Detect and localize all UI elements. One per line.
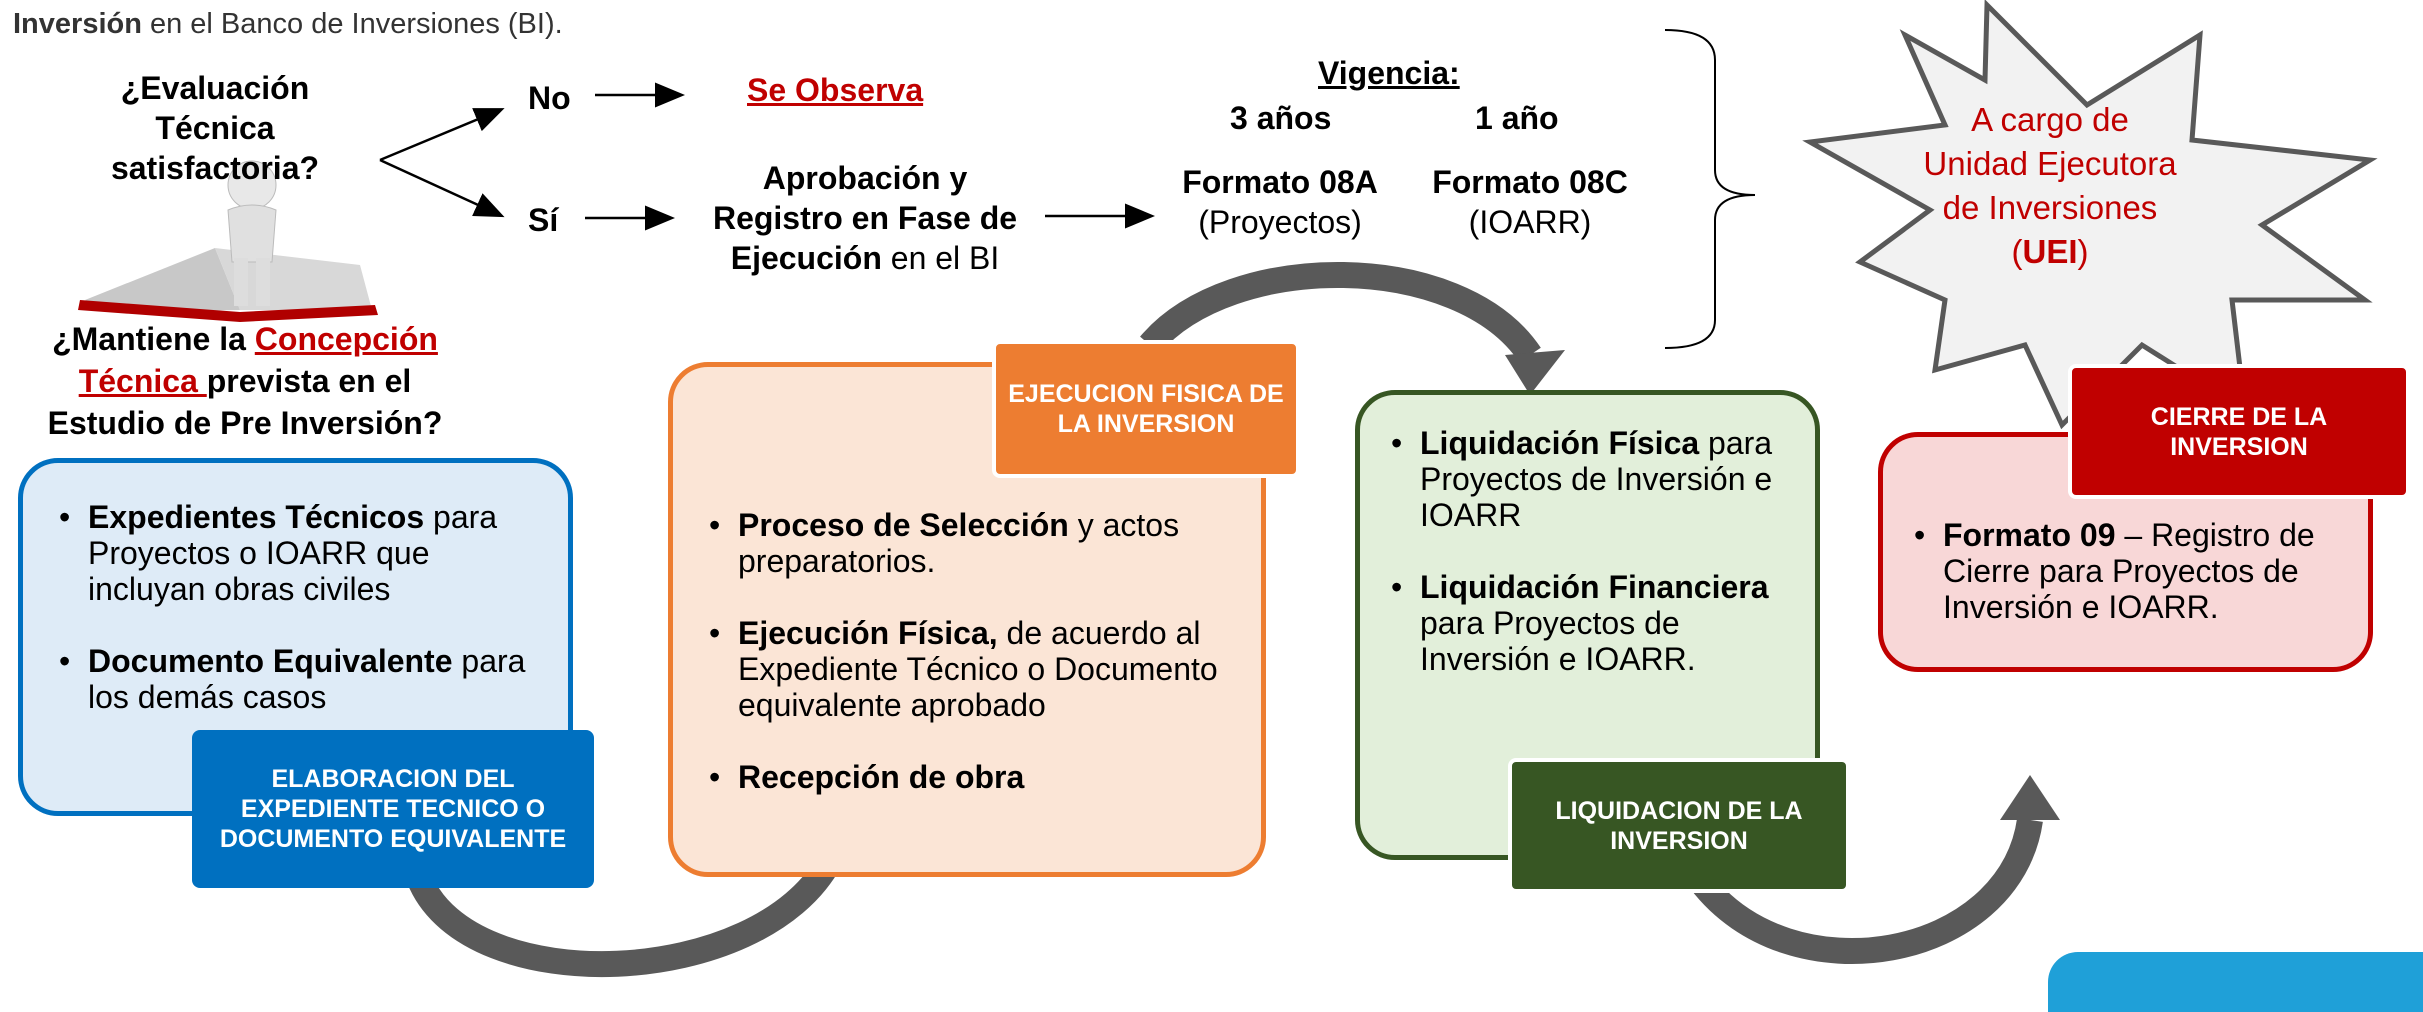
format-08c: Formato 08C [1432, 164, 1628, 200]
stage1-list: Expedientes Técnicos para Proyectos o IO… [53, 499, 553, 751]
approval-text: Aprobación y Registro en Fase de Ejecuci… [680, 158, 1050, 278]
approval-line3-rest: en el BI [881, 240, 1000, 276]
stage2-tag: EJECUCION FISICA DE LA INVERSION [992, 340, 1300, 478]
starburst-line2: Unidad Ejecutora [1923, 145, 2177, 182]
branch-yes-label: Sí [528, 202, 559, 238]
stage3-item2-bold: Liquidación Financiera [1420, 569, 1769, 605]
vigencia-col1: Formato 08A (Proyectos) [1165, 162, 1395, 242]
book-figure-icon [78, 160, 378, 322]
approval-line1: Aprobación y [762, 160, 968, 196]
intro-text: Inversión en el Banco de Inversiones (BI… [13, 8, 563, 41]
question-concept-p3: Estudio de Pre Inversión? [47, 405, 443, 441]
starburst-paren-open: ( [2011, 233, 2023, 270]
stage2-list: Proceso de Selección y actos preparatori… [703, 507, 1223, 831]
format-08a: Formato 08A [1182, 164, 1378, 200]
starburst-icon [1802, 0, 2378, 430]
question-evaluation: ¿Evaluación Técnica satisfactoria? [60, 68, 370, 188]
branch-line-no [379, 108, 505, 162]
starburst-text: A cargo de Unidad Ejecutora de Inversion… [1900, 98, 2200, 274]
stage4-item: Formato 09 – Registro de Cierre para Pro… [1908, 517, 2348, 625]
flow-arrow-bottom-left [408, 853, 842, 978]
stage1-item: Documento Equivalente para los demás cas… [53, 643, 553, 715]
stage2-item: Ejecución Física, de acuerdo al Expedien… [703, 615, 1223, 723]
intro-rest: en el Banco de Inversiones (BI). [141, 8, 563, 40]
question-concept-p2: prevista en el [206, 363, 412, 399]
vigencia-col2-years: 1 año [1475, 100, 1559, 136]
connector-graphics [78, 0, 2378, 978]
stage4-item1-rest: – Registro de Cierre para Proyectos de I… [1943, 517, 2315, 625]
vigencia-title: Vigencia: [1318, 55, 1460, 91]
starburst-paren-close: ) [2077, 233, 2089, 270]
stage2-item1-rest: y actos preparatorios. [738, 507, 1180, 579]
flow-arrowhead-top-middle [1505, 350, 1565, 395]
vigencia-col2: Formato 08C (IOARR) [1415, 162, 1645, 242]
flow-arrowhead-bottom-right [2000, 775, 2060, 820]
stage1-item2-bold: Documento Equivalente [88, 643, 453, 679]
tecnica-link[interactable]: Técnica [78, 363, 207, 399]
stage3-item: Liquidación Física para Proyectos de Inv… [1385, 425, 1785, 533]
starburst-line3: de Inversiones [1942, 189, 2158, 226]
branch-no-label: No [528, 80, 571, 116]
stage1-item2-rest: para los demás casos [88, 643, 526, 715]
stage1-tag: ELABORACION DEL EXPEDIENTE TECNICO O DOC… [192, 730, 594, 888]
stage4-item1-bold: Formato 09 [1943, 517, 2116, 553]
approval-line2: Registro en Fase de [712, 200, 1018, 236]
stage2-item1-bold: Proceso de Selección [738, 507, 1069, 543]
stage3-item1-rest: para Proyectos de Inversión e IOARR [1420, 425, 1773, 533]
approval-line3-bold: Ejecución [730, 240, 882, 276]
stage1-item1-rest: para Proyectos o IOARR que incluyan obra… [88, 499, 498, 607]
question-concept: ¿Mantiene la Concepción Técnica prevista… [20, 318, 470, 444]
starburst-uei: UEI [2022, 233, 2078, 270]
corner-logo-tab [2048, 952, 2423, 1012]
stage2-item2-bold: Ejecución Física, [738, 615, 998, 651]
stage1-item: Expedientes Técnicos para Proyectos o IO… [53, 499, 553, 607]
flow-arrow-top-middle [1140, 262, 1541, 363]
intro-bold: Inversión [13, 8, 142, 40]
stage2-item: Proceso de Selección y actos preparatori… [703, 507, 1223, 579]
format-08c-type: (IOARR) [1468, 204, 1592, 240]
se-observa-link[interactable]: Se Observa [747, 72, 924, 108]
stage2-item3-bold: Recepción de obra [738, 759, 1025, 795]
stage3-item2-rest: para Proyectos de Inversión e IOARR. [1420, 605, 1696, 677]
branch-line-yes [379, 158, 505, 218]
stage3-tag: LIQUIDACION DE LA INVERSION [1508, 758, 1850, 893]
vigencia-col1-years: 3 años [1230, 100, 1332, 136]
question-concept-p1: ¿Mantiene la [52, 321, 255, 357]
stage1-item1-bold: Expedientes Técnicos [88, 499, 425, 535]
question-evaluation-line2: satisfactoria? [110, 150, 320, 186]
stage3-list: Liquidación Física para Proyectos de Inv… [1385, 425, 1785, 713]
starburst-line1: A cargo de [1971, 101, 2129, 138]
stage3-item: Liquidación Financiera para Proyectos de… [1385, 569, 1785, 677]
stage4-list: Formato 09 – Registro de Cierre para Pro… [1908, 517, 2348, 661]
curly-brace [1664, 29, 1756, 349]
flow-arrow-bottom-right [1689, 817, 2043, 964]
format-08a-type: (Proyectos) [1198, 204, 1362, 240]
stage2-item2-rest: de acuerdo al Expediente Técnico o Docum… [738, 615, 1218, 723]
stage3-item1-bold: Liquidación Física [1420, 425, 1700, 461]
concepcion-link[interactable]: Concepción [254, 321, 438, 357]
question-evaluation-line1: ¿Evaluación Técnica [120, 70, 310, 146]
stage4-tag: CIERRE DE LA INVERSION [2068, 364, 2410, 499]
stage2-item: Recepción de obra [703, 759, 1223, 795]
